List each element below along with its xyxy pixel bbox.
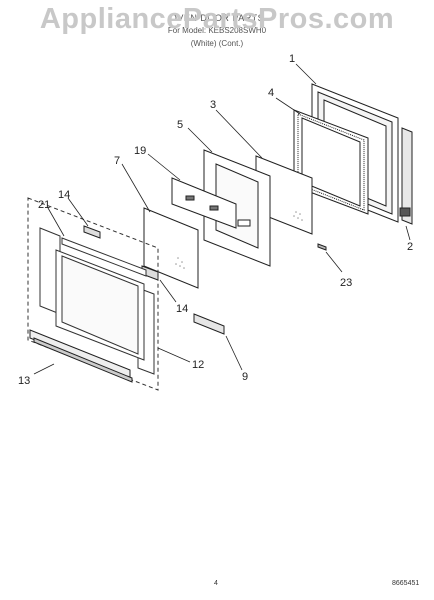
variant-note: (White) (Cont.)	[190, 39, 244, 48]
page-number: 4	[214, 580, 218, 587]
part-door-liner	[203, 149, 271, 267]
callout-13: 13	[18, 375, 30, 387]
callout-14-upper: 14	[58, 189, 70, 201]
callout-19: 19	[134, 145, 146, 157]
diagram-title: OVEN DOOR PARTS	[169, 13, 265, 23]
part-hinge-strip	[399, 127, 413, 225]
callout-21: 21	[38, 199, 50, 211]
leader-lines	[33, 63, 411, 375]
callout-9: 9	[242, 371, 248, 383]
callout-23: 23	[340, 277, 352, 289]
part-middle-glass	[143, 207, 199, 289]
callout-2: 2	[407, 241, 413, 253]
part-door-handle	[29, 329, 133, 383]
callout-4: 4	[268, 87, 274, 99]
reference-code: 8665451	[392, 580, 420, 587]
part-outer-door-assembly	[27, 197, 159, 391]
callout-12: 12	[192, 359, 204, 371]
callout-3: 3	[210, 99, 216, 111]
part-baffle	[171, 177, 237, 229]
watermark: AppliancePartsPros.com	[39, 3, 395, 35]
callout-5: 5	[177, 119, 183, 131]
model-line: For Model: KEBS208SWH0	[167, 26, 267, 35]
part-screw	[317, 243, 327, 251]
callout-14-lower: 14	[176, 303, 188, 315]
part-spacer-upper	[83, 225, 101, 239]
part-handle-bracket	[193, 313, 225, 335]
callout-1: 1	[289, 53, 295, 65]
callout-7: 7	[114, 155, 120, 167]
